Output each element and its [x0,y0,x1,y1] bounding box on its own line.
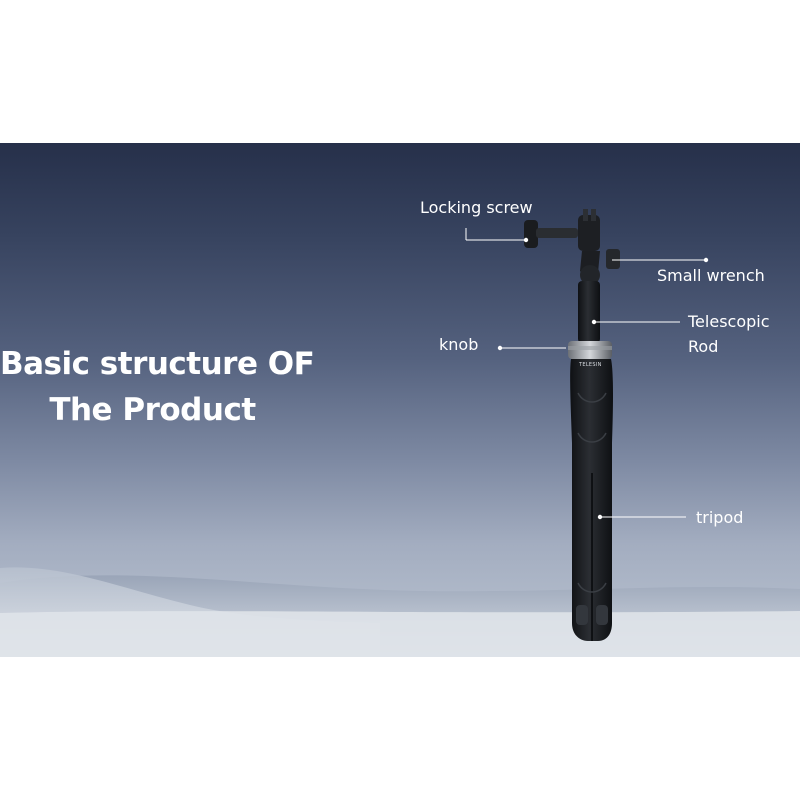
knob-dot [497,345,503,351]
tripod-dot [597,514,603,520]
knob-label: knob [439,335,479,354]
brand-mark: TELESIN [579,362,602,368]
tripod-foot-pad-2 [596,605,608,625]
small-wrench-dot [703,257,709,263]
small-wrench-label: Small wrench [657,266,765,285]
locking-screw-shaft [536,228,578,238]
mount-head [578,215,600,251]
telescopic-rod [578,281,600,343]
ball-joint-ring [580,265,600,285]
product-banner: Basic structure OF The Product Locking s… [0,143,800,657]
locking-screw-label: Locking screw [420,198,533,217]
small-wrench [606,249,620,269]
product-illustration [0,209,800,657]
headline-line-1: Basic structure OF [0,346,315,382]
locking-screw-knob [524,220,538,248]
telescopic-rod-dot [591,319,597,325]
telescopic-rod-label-line-2: Rod [688,337,719,356]
tripod-label: tripod [696,508,744,527]
locking-screw-dot [523,237,529,243]
tripod-grip-texture [577,392,607,593]
telescopic-rod-label-line-1: Telescopic [688,312,770,331]
mount-prong-2 [591,209,596,221]
mount-prong [583,209,588,221]
headline: Basic structure OF The Product [0,341,315,433]
tripod-foot-pad [576,605,588,625]
dune-front [0,611,800,657]
knob-ring-band [568,346,612,350]
headline-line-2: The Product [49,392,256,428]
